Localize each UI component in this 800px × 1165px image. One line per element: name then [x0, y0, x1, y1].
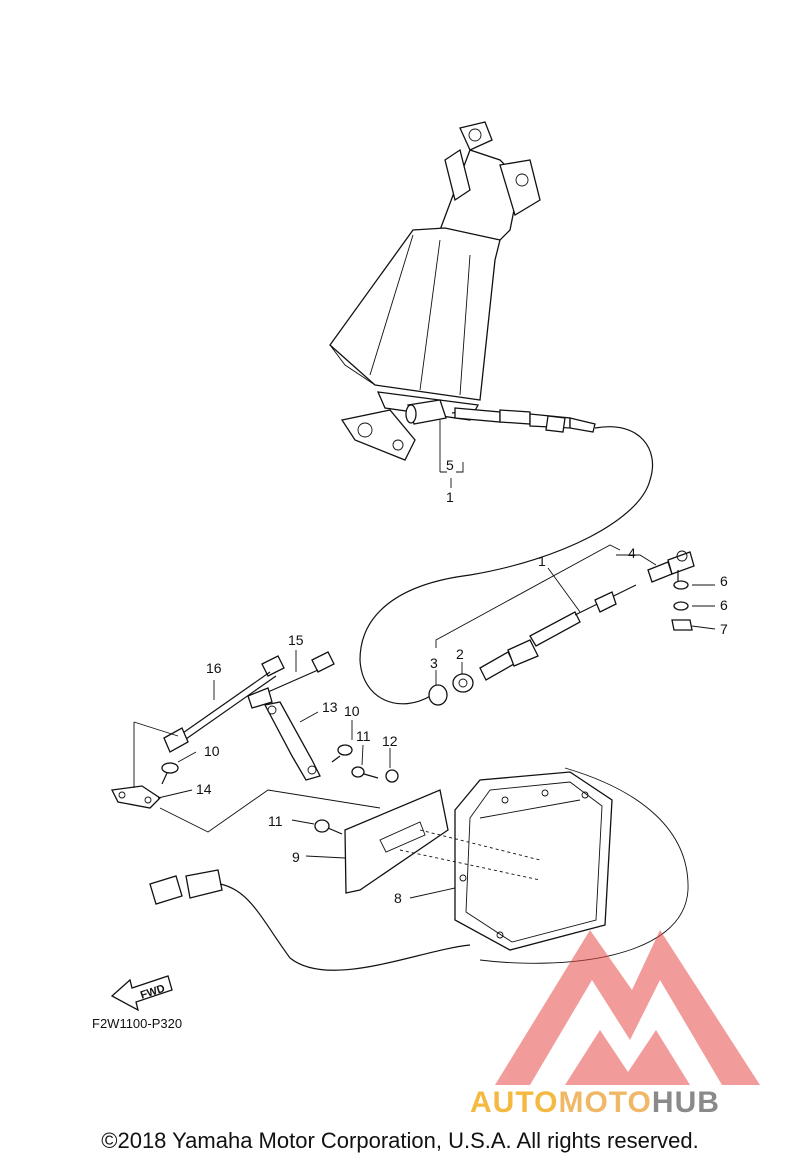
callout-12: 12: [382, 733, 398, 749]
bolt-part10-upper: [331, 744, 353, 763]
callout-1-cable: 1: [538, 553, 546, 569]
screw-part11-upper: [351, 766, 379, 779]
callout-9: 9: [292, 849, 300, 865]
throttle-cable-upper-end: [454, 407, 596, 433]
callout-10-upper: 10: [344, 703, 360, 719]
steering-column-housing: [329, 121, 541, 461]
watermark-text: AUTOMOTOHUB: [470, 1086, 720, 1120]
nut-part7: [671, 619, 693, 631]
watermark-hub: HUB: [651, 1086, 720, 1119]
callout-13: 13: [322, 699, 338, 715]
cable-joint-part5: [405, 399, 476, 425]
figure-code: F2W1100-P320: [92, 1016, 182, 1031]
link-rod-part15: [247, 651, 335, 709]
assembly-outline: [479, 767, 689, 964]
callout-8: 8: [394, 890, 402, 906]
bracket-part14: [111, 785, 162, 809]
callout-4: 4: [628, 545, 636, 561]
nut-part3: [428, 684, 448, 706]
callout-10-lower: 10: [204, 743, 220, 759]
leader-lines: [133, 420, 716, 899]
watermark-moto: MOTO: [558, 1086, 652, 1119]
callout-11-lower: 11: [268, 813, 283, 829]
throttle-cable-adjuster: [479, 584, 637, 681]
callout-2: 2: [456, 646, 464, 662]
cable-joint-part4: [647, 550, 695, 583]
callout-5: 5: [446, 457, 454, 473]
screw-part11-lower: [314, 819, 343, 835]
callout-15: 15: [288, 632, 304, 648]
washer-part2: [452, 673, 474, 693]
control-unit-part8: [399, 771, 613, 951]
callout-14: 14: [196, 781, 212, 797]
callout-3: 3: [430, 655, 438, 671]
callout-7: 7: [720, 621, 728, 637]
callout-labels: 5 1 1 4 6 6 7 3 2 16 15 13 10 10 11 11 1…: [196, 457, 728, 906]
throttle-cable-loop: [359, 426, 654, 705]
bolt-part10-lower: [161, 762, 179, 785]
watermark-auto: AUTO: [470, 1086, 559, 1119]
callout-6-lower: 6: [720, 597, 728, 613]
lever-part13: [264, 701, 321, 781]
callout-1-upper: 1: [446, 489, 454, 505]
bracket-plate-part9: [344, 789, 449, 894]
callout-16: 16: [206, 660, 222, 676]
washer-part6-upper: [673, 580, 689, 590]
link-rod-part16: [163, 655, 285, 753]
wire-harness-connector: [149, 869, 471, 971]
washer-part12: [385, 769, 399, 783]
fwd-arrow: FWD: [110, 975, 173, 1012]
copyright-notice: ©2018 Yamaha Motor Corporation, U.S.A. A…: [101, 1128, 699, 1153]
callout-6-upper: 6: [720, 573, 728, 589]
automotohub-logo: [495, 930, 760, 1085]
callout-11-upper: 11: [356, 728, 371, 744]
washer-part6-lower: [673, 601, 689, 611]
